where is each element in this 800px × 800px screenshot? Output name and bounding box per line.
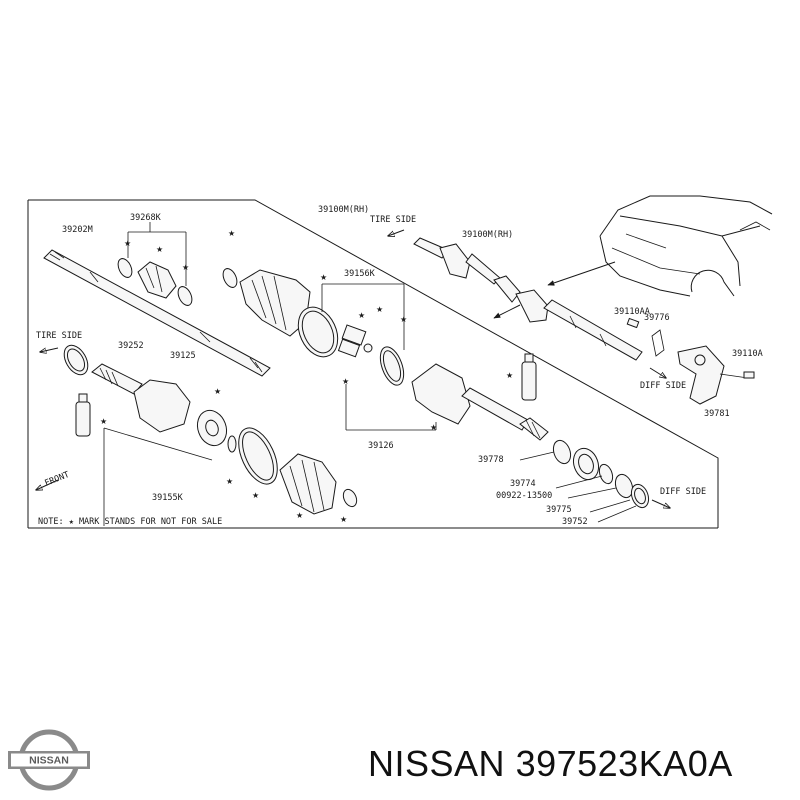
star-icon: ★ ★ ★ ★ ★ ★ ★ ★ ★ ★ ★ ★ ★ ★ ★ ★ ★ (100, 229, 513, 524)
label-39156k: 39156K (344, 269, 376, 279)
shaft-39202m (43, 249, 271, 377)
label-39125: 39125 (170, 351, 196, 361)
label-front: FRONT (43, 470, 70, 489)
tripod-39156k (321, 283, 405, 386)
label-39155k: 39155K (152, 493, 184, 503)
label-diff-side-2: DIFF SIDE (660, 487, 706, 497)
svg-text:★: ★ (124, 239, 131, 248)
svg-text:★: ★ (100, 417, 107, 426)
label-39202m: 39202M (62, 225, 93, 235)
label-39774: 39774 (510, 479, 536, 489)
ring-39252 (63, 344, 89, 376)
vehicle-silhouette (599, 195, 773, 297)
svg-text:★: ★ (182, 263, 189, 272)
label-00922-13500: 00922-13500 (496, 491, 552, 501)
label-39100m-b: 39100M(RH) (462, 230, 513, 240)
svg-text:★: ★ (156, 245, 163, 254)
svg-text:★: ★ (506, 371, 513, 380)
rings-lower-right (519, 439, 650, 523)
label-tire-side-2: TIRE SIDE (36, 331, 82, 341)
svg-text:★: ★ (340, 515, 347, 524)
label-39110a: 39110A (732, 349, 763, 359)
label-39778: 39778 (478, 455, 504, 465)
svg-text:★: ★ (226, 477, 233, 486)
svg-text:★: ★ (214, 387, 221, 396)
shaft-39100m-upper (413, 237, 643, 361)
svg-text:★: ★ (228, 229, 235, 238)
label-note: NOTE: ★ MARK STANDS FOR NOT FOR SALE (38, 517, 222, 527)
part-labels: 39202M 39268K 39100M(RH) TIRE SIDE 39100… (36, 205, 763, 527)
boot-39155k (103, 427, 358, 526)
label-39775: 39775 (546, 505, 572, 515)
svg-text:★: ★ (320, 273, 327, 282)
svg-text:★: ★ (252, 491, 259, 500)
label-tire-side-1: TIRE SIDE (370, 215, 416, 225)
label-39776: 39776 (644, 313, 670, 323)
outer-cv-joint (91, 363, 237, 453)
svg-text:★: ★ (400, 315, 407, 324)
label-39781: 39781 (704, 409, 730, 419)
label-39110aa: 39110AA (614, 307, 650, 317)
boot-center (222, 268, 339, 358)
caption-brand: NISSAN (368, 743, 506, 784)
label-39126: 39126 (368, 441, 394, 451)
nissan-logo-icon: NISSAN (8, 729, 90, 791)
svg-text:★: ★ (296, 511, 303, 520)
grease-tube-right (521, 353, 537, 401)
svg-text:★: ★ (430, 423, 437, 432)
svg-text:★: ★ (342, 377, 349, 386)
caption-part-number: 397523KA0A (515, 743, 733, 784)
label-39252: 39252 (118, 341, 144, 351)
small-parts-39776 (626, 317, 665, 357)
label-39268k: 39268K (130, 213, 162, 223)
diagram-frame (27, 199, 719, 529)
label-diff-side-1: DIFF SIDE (640, 381, 686, 391)
grease-tube-left (75, 393, 91, 437)
housing-39126 (345, 363, 549, 441)
svg-text:★: ★ (358, 311, 365, 320)
arrow-icon (36, 229, 670, 508)
part-caption: NISSAN 397523KA0A (368, 738, 792, 790)
svg-text:★: ★ (376, 305, 383, 314)
label-39752: 39752 (562, 517, 588, 527)
logo-text: NISSAN (29, 755, 69, 767)
label-39100m-a: 39100M(RH) (318, 205, 369, 215)
leader-arrows (493, 261, 616, 319)
bracket-39781 (677, 345, 755, 405)
boot-kit-39268k (117, 222, 193, 306)
